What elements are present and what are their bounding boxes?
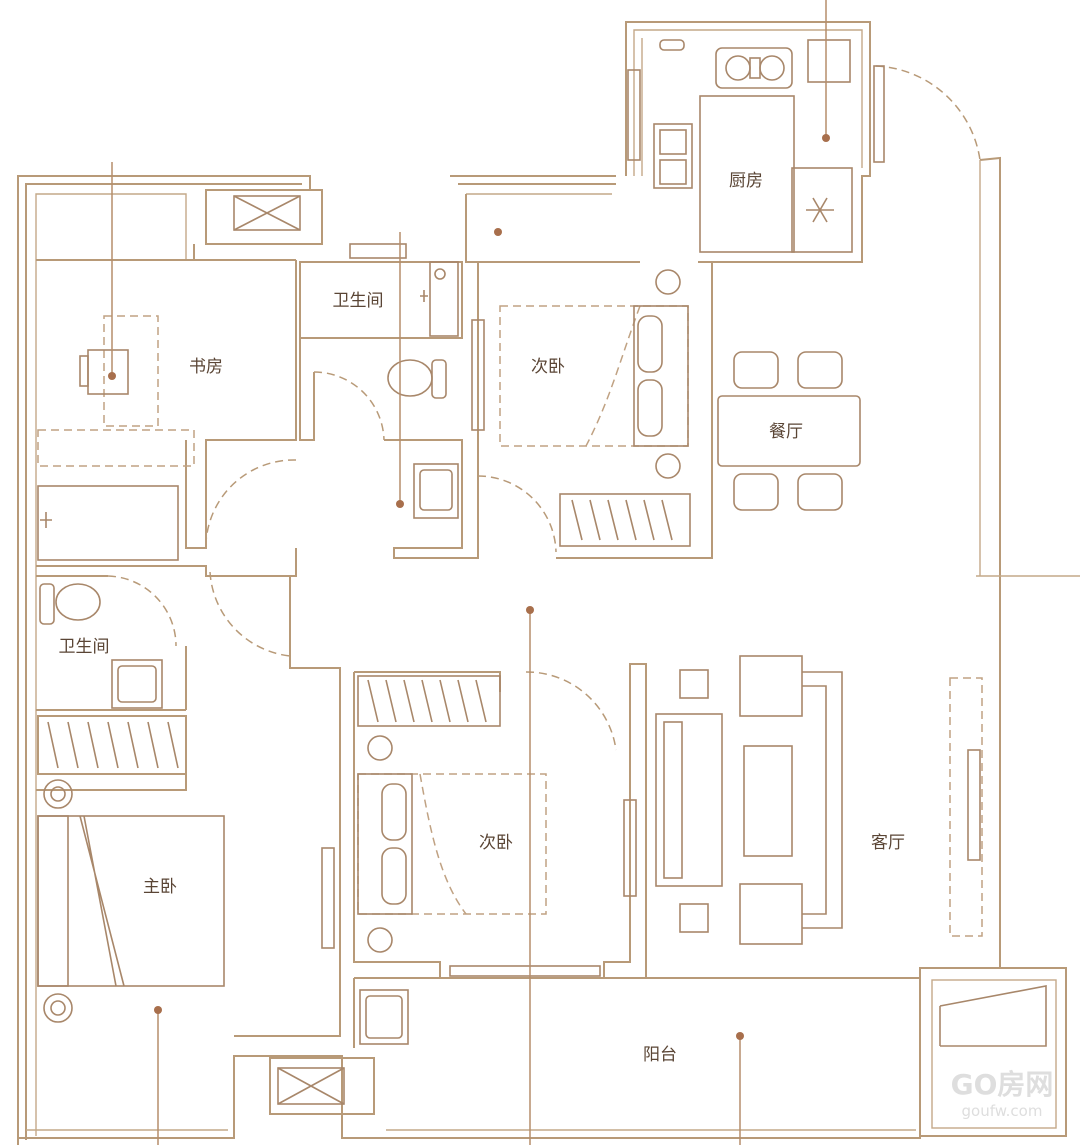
master-bed-fixtures	[37, 779, 225, 1023]
balcony-fixtures	[359, 985, 1047, 1047]
view-axis-lines	[111, 0, 827, 1145]
bath-top-fixtures	[387, 261, 459, 519]
room-label-balcony: 阳台	[643, 1045, 677, 1065]
bath-left-fixtures	[39, 583, 179, 769]
watermark-url: goufw.com	[962, 1102, 1043, 1120]
second-bed-bottom-fixtures	[357, 675, 547, 953]
kitchen-fixtures	[653, 39, 853, 253]
exterior-walls	[17, 21, 1080, 1145]
watermark-logo: GO房网	[951, 1068, 1054, 1101]
room-label-bath-top: 卫生间	[333, 291, 384, 311]
room-label-bath-left: 卫生间	[59, 637, 110, 657]
refrigerator-icon	[806, 197, 834, 223]
room-labels: 厨房 卫生间 书房 次卧 餐厅 卫生间 次卧 主卧 客厅 阳台	[59, 171, 906, 1065]
room-label-second-bed-top: 次卧	[531, 357, 565, 377]
watermark: GO房网 goufw.com	[951, 1068, 1054, 1120]
second-bed-top-fixtures	[499, 269, 691, 547]
room-label-kitchen: 厨房	[729, 171, 763, 191]
doors	[107, 65, 981, 751]
living-fixtures	[655, 655, 983, 945]
view-markers	[108, 134, 830, 1040]
windows	[233, 65, 981, 1105]
room-label-second-bed-bottom: 次卧	[479, 833, 513, 853]
room-label-dining: 餐厅	[769, 422, 803, 442]
room-label-study: 书房	[189, 357, 223, 377]
study-fixtures	[37, 315, 195, 561]
room-label-living: 客厅	[871, 833, 905, 853]
interior-walls	[36, 194, 920, 1048]
dining-fixtures	[717, 351, 861, 511]
room-label-master-bed: 主卧	[143, 877, 177, 897]
